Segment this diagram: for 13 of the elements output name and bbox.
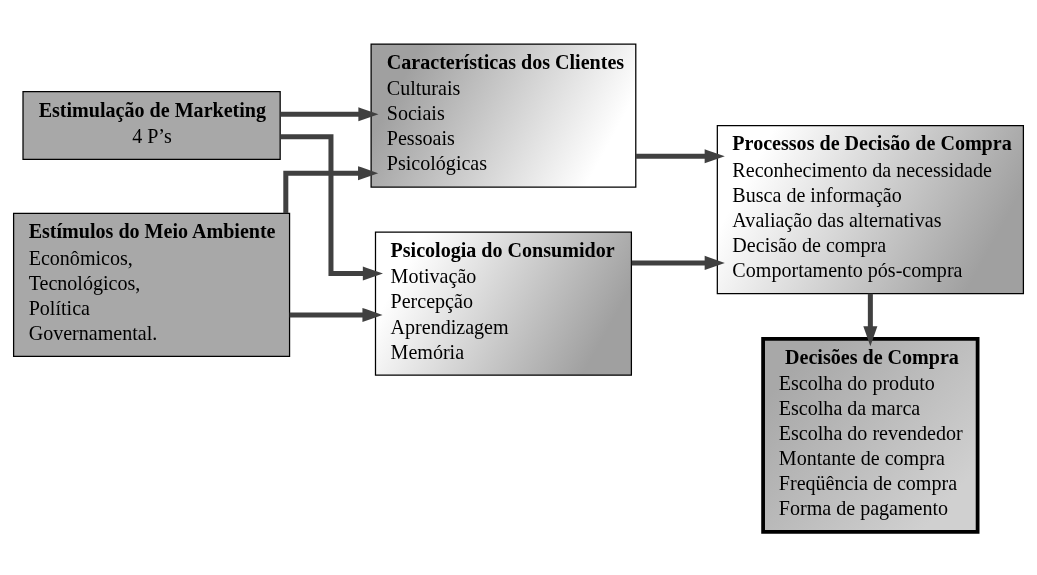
arrow [863,293,878,346]
arrow [631,255,725,270]
arrow [635,148,725,163]
arrow [280,133,383,281]
node-box: Processos de Decisão de Compra Reconhecimento da necessidade Busca de informação Avaliação das alternativas Decisão de compra Comportamento pós-compra [716,124,1025,294]
arrow [289,307,383,322]
node-box: Decisões de Compra Escolha do produto Escolha da marca Escolha do revendedor Montante de compra Freqüência de compra Forma de pagamento [761,336,980,534]
node-box: Psicologia do Consumidor Motivação Percepção Aprendizagem Memória [374,231,633,376]
node-box: Estimulação de Marketing 4 P’s [22,90,281,160]
node-box: Estímulos do Meio Ambiente Econômicos, Tecnológicos, Política Governamental. [12,212,291,357]
arrow [283,165,379,213]
node-box: Características dos Clientes Culturais Sociais Pessoais Psicológicas [370,42,637,188]
arrow [280,106,379,121]
